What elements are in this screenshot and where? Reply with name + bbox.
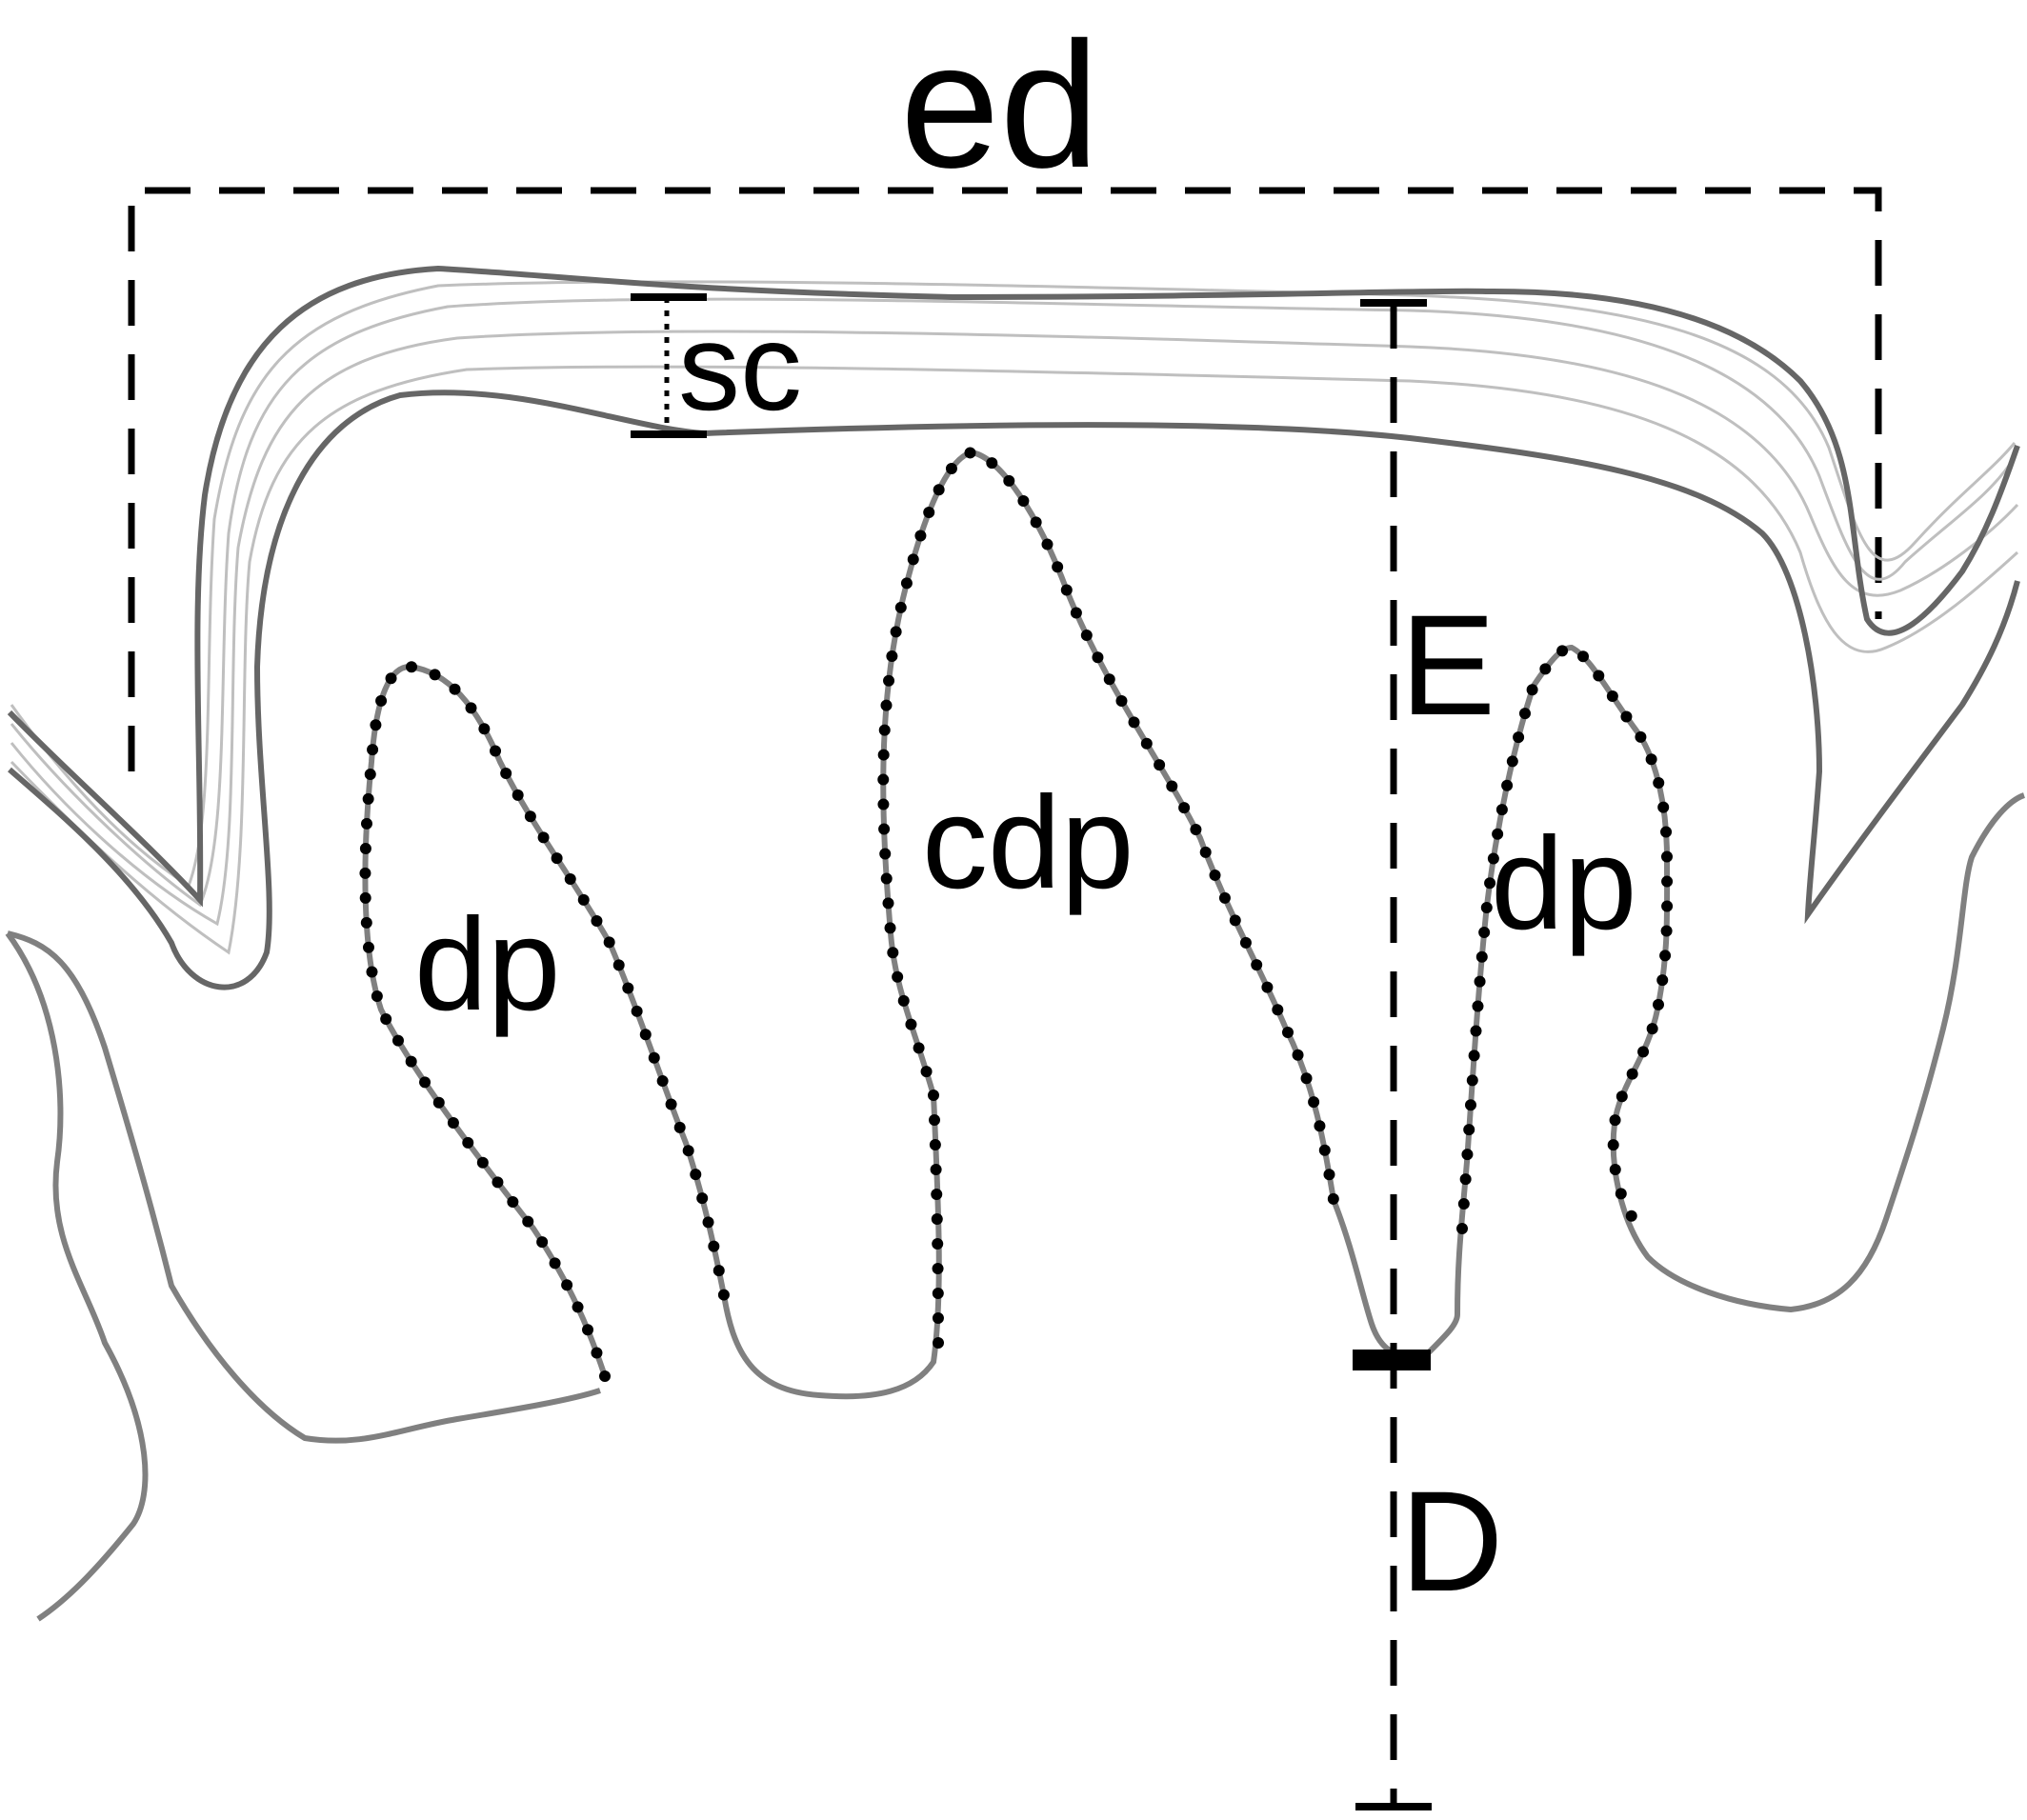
sc-measure	[631, 293, 707, 438]
papilla-dotted-contours	[359, 446, 1674, 1382]
e-label-bg	[1400, 586, 1505, 738]
dermis-left-edge	[5, 931, 149, 1622]
d-label-bg	[1400, 1452, 1505, 1610]
stratum-corneum-layers	[10, 280, 2019, 955]
stratum-corneum-outline	[7, 265, 2020, 990]
dp-left-label: dp	[414, 891, 561, 1038]
ed-label-bg	[895, 19, 1172, 181]
e-label: E	[1400, 585, 1495, 745]
epidermis-dashed-box	[128, 187, 1882, 771]
cdp-label: cdp	[922, 770, 1134, 916]
ed-label: ed	[900, 5, 1099, 205]
e-d-measure	[1353, 299, 1432, 1810]
dp-right-label: dp	[1491, 810, 1637, 957]
sc-label: sc	[678, 297, 802, 436]
d-label: D	[1400, 1461, 1503, 1621]
dermal-papilla-left	[362, 449, 2026, 1400]
dermis-outline	[7, 930, 601, 1444]
